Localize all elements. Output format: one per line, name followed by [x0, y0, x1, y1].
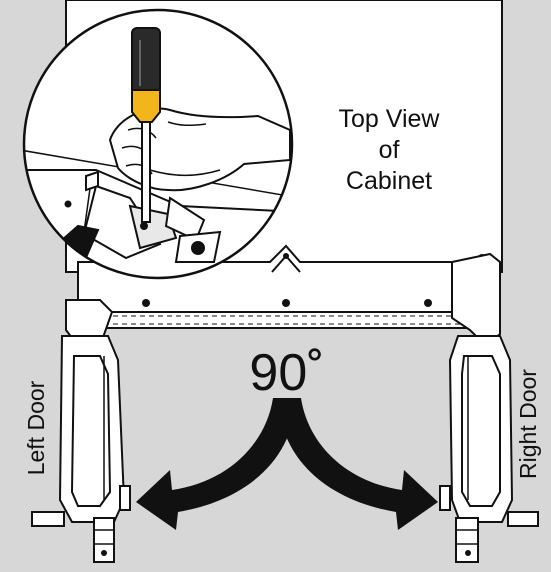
- screwdriver-handle-yellow: [132, 90, 160, 122]
- rivet: [142, 299, 150, 307]
- right-door-label: Right Door: [515, 369, 541, 479]
- cabinet-label-line3: Cabinet: [346, 167, 432, 195]
- angle-label: 90˚: [249, 344, 324, 402]
- hinge-rail: [100, 312, 472, 328]
- cabinet-label-line1: Top View: [339, 105, 441, 133]
- left-door-label: Left Door: [23, 380, 49, 475]
- screwdriver-handle-dark: [132, 28, 160, 94]
- screwdriver-shaft: [142, 118, 150, 222]
- left-door-pin: [101, 550, 107, 556]
- rivet: [424, 299, 432, 307]
- cabinet-label-line2: of: [379, 136, 400, 164]
- rivet: [283, 253, 289, 259]
- rivet: [282, 299, 290, 307]
- right-door-pin: [465, 550, 471, 556]
